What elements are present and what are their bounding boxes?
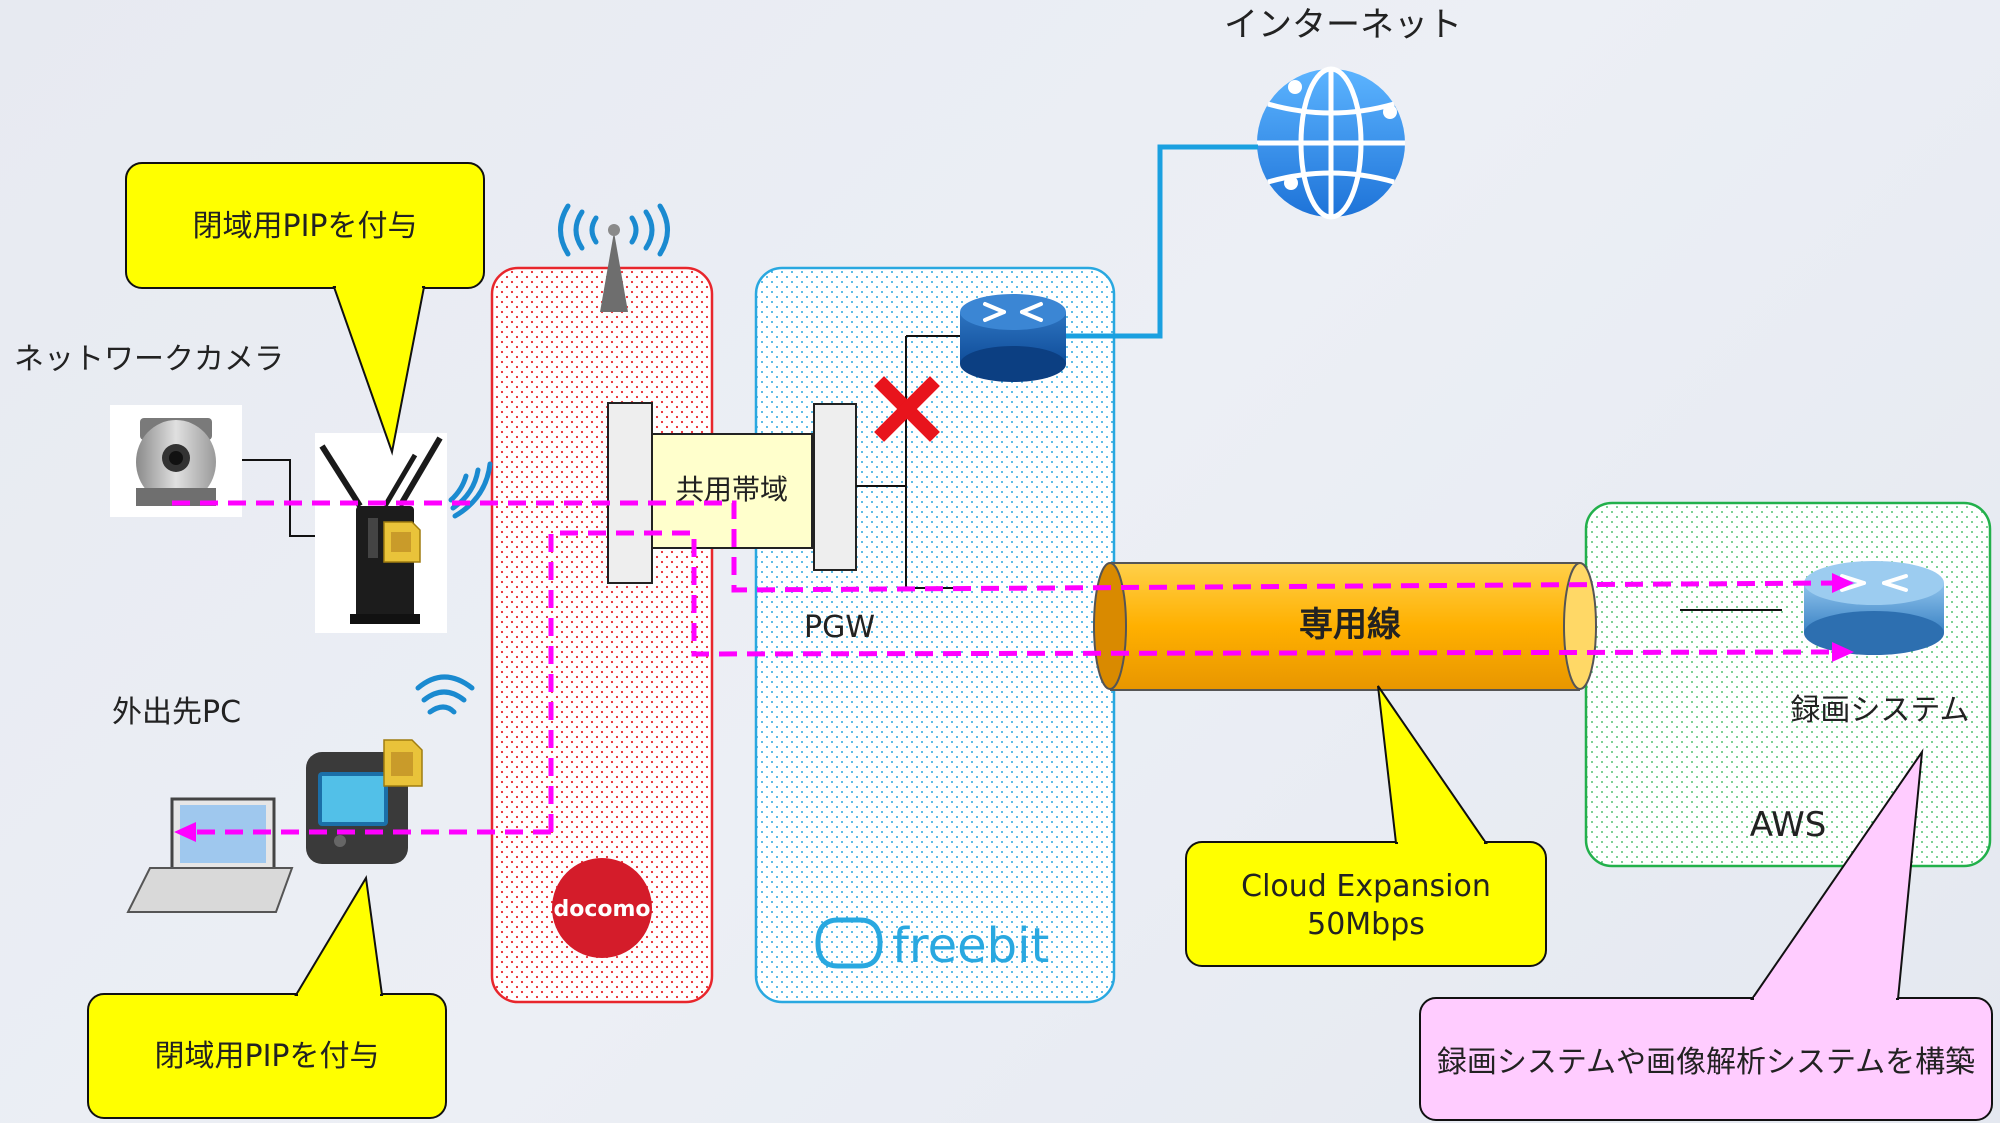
svg-text:Cloud Expansion: Cloud Expansion (1241, 869, 1491, 904)
callout-bottom-left: 閉域用PIPを付与 (87, 875, 447, 1119)
globe-icon (1257, 66, 1405, 220)
router-wifi-icon (448, 461, 493, 519)
lte-router-icon (315, 433, 447, 633)
aws-label: AWS (1750, 805, 1827, 845)
svg-text:閉域用PIPを付与: 閉域用PIPを付与 (154, 1039, 379, 1074)
flow-arrowheads (174, 573, 1854, 842)
svg-text:freebit: freebit (892, 918, 1049, 974)
dedicated-line-label: 専用線 (1299, 605, 1401, 645)
network-camera-icon (110, 405, 242, 517)
pocket-wifi-signal-icon (415, 674, 475, 715)
recording-system-label: 録画システム (1790, 693, 1969, 728)
pgw-gateway (813, 403, 857, 571)
freebit-router-icon (960, 294, 1066, 382)
docomo-gateway (607, 402, 653, 584)
internet-connection-line (1066, 144, 1258, 339)
svg-text:録画システムや画像解析システムを構築: 録画システムや画像解析システムを構築 (1437, 1045, 1975, 1080)
antenna-tower-icon (558, 203, 670, 312)
docomo-logo: docomo (552, 858, 652, 958)
blocked-x-icon (874, 376, 940, 442)
recording-router-icon (1804, 561, 1944, 655)
svg-text:docomo: docomo (553, 897, 650, 922)
freebit-logo: freebit (815, 917, 1049, 974)
callout-top-left: 閉域用PIPを付与 (125, 162, 485, 456)
svg-text:閉域用PIPを付与: 閉域用PIPを付与 (192, 209, 417, 244)
callout-cloud-expansion: Cloud Expansion 50Mbps (1185, 685, 1547, 967)
callout-bottom-right: 録画システムや画像解析システムを構築 (1419, 748, 1993, 1121)
pocket-wifi-icon (306, 739, 423, 864)
remote-pc-label: 外出先PC (112, 695, 241, 730)
internet-label: インターネット (1224, 5, 1462, 45)
svg-text:50Mbps: 50Mbps (1307, 907, 1425, 942)
data-flow-lines (172, 500, 1839, 835)
pgw-label: PGW (804, 610, 875, 645)
network-camera-label: ネットワークカメラ (14, 342, 284, 377)
laptop-icon (126, 797, 294, 913)
